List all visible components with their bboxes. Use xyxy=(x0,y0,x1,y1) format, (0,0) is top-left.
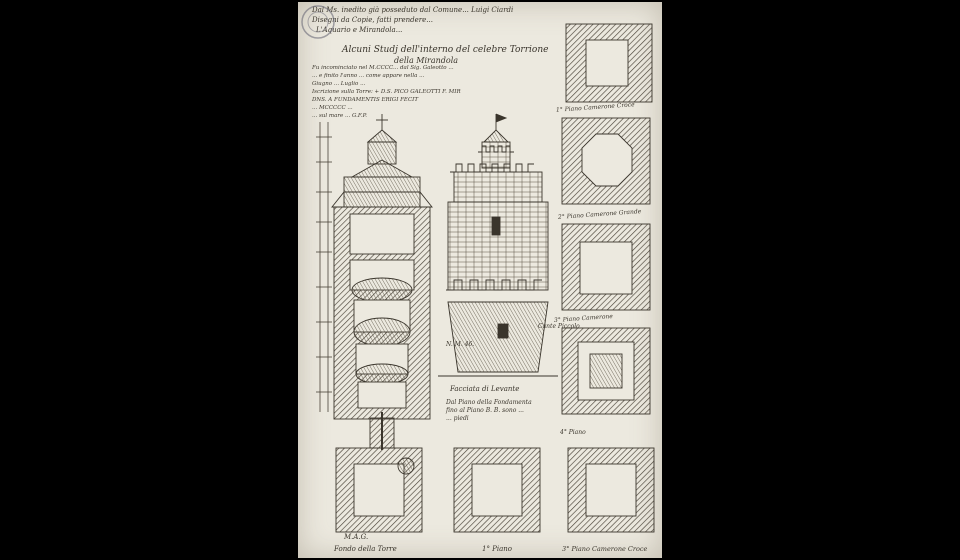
caption-fondamento: Dal Piano della Fondamenta xyxy=(446,399,532,406)
caption-facciata: Facciata di Levante xyxy=(450,385,520,393)
note-line: Iscrizione sulla Torre: + D.S. PICO GALE… xyxy=(312,89,461,95)
floor-plans-right xyxy=(561,23,653,415)
caption-fondamento: fino al Piano B. B. sono ... xyxy=(446,407,524,414)
tower-elevation xyxy=(438,113,558,377)
caption-right-4: 4° Piano xyxy=(560,429,586,436)
note-line: Fu incominciato nel M.CCCC... dal Sig. G… xyxy=(312,65,454,71)
tower-section xyxy=(331,114,433,450)
ink-stamp-icon xyxy=(301,5,335,39)
measure-scale xyxy=(316,122,332,412)
header-line-1: Dal Ms. inedito già posseduto dal Comune… xyxy=(312,6,514,14)
document-title-line2: della Mirandola xyxy=(394,56,459,65)
floor-plans-bottom xyxy=(335,447,655,533)
caption-primo-piano: 1° Piano xyxy=(482,545,513,553)
note-line: ... e finito l'anno ... come appare nell… xyxy=(312,73,425,79)
caption-nm: N. M. 46. xyxy=(446,341,475,348)
note-line: DNS. A FUNDAMENTIS ERIGI FECIT xyxy=(312,97,418,103)
note-line: ... sul mare ... G.F.P. xyxy=(312,113,367,119)
caption-terzo-piano: 3° Piano Camerone Croce xyxy=(562,545,648,553)
architectural-drawing xyxy=(316,23,655,533)
caption-mag: M.A.G. xyxy=(344,533,369,541)
header-line-3: L'Aquario e Mirandola... xyxy=(316,26,403,34)
caption-cante: Cante Piccolo xyxy=(538,323,580,330)
caption-fondo-torre: Fondo della Torre xyxy=(334,545,397,553)
note-line: Giugno ... Luglio ... xyxy=(312,81,366,87)
note-line: ... MCCCCC ... xyxy=(312,105,353,111)
document-title: Alcuni Studj dell'interno del celebre To… xyxy=(342,45,549,55)
manuscript-sheet: Dal Ms. inedito già posseduto dal Comune… xyxy=(298,2,662,558)
caption-fondamento: ... piedi xyxy=(446,415,469,422)
header-line-2: Disegni da Copie, fatti prendere... xyxy=(312,16,433,24)
